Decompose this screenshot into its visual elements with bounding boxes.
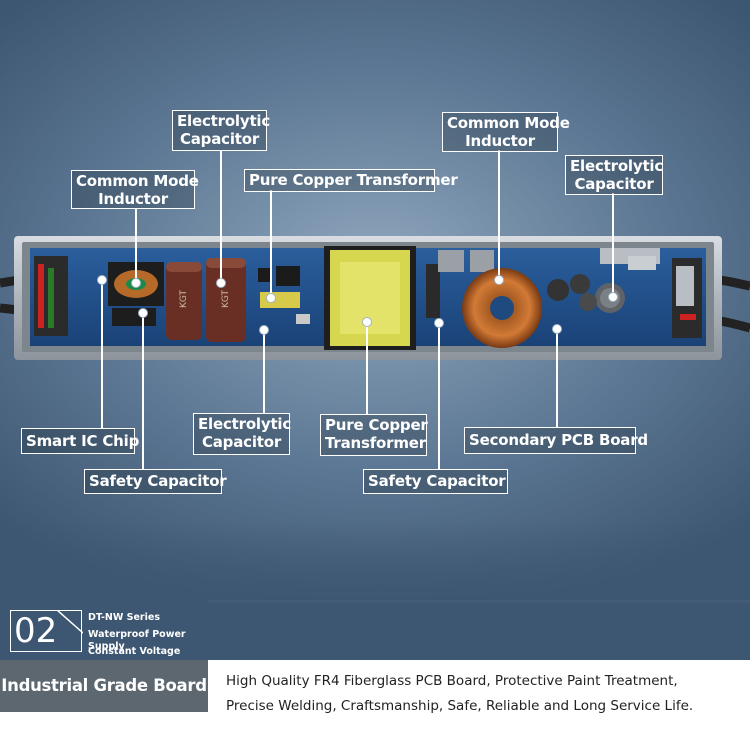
callout-dot bbox=[362, 317, 372, 327]
label-line: Inductor bbox=[465, 132, 535, 150]
label-line: Capacitor bbox=[179, 130, 260, 148]
label-common-mode-inductor: Common Mode Inductor bbox=[442, 112, 570, 152]
label-line: Transformer bbox=[325, 434, 426, 452]
label-line: Electrolytic bbox=[570, 157, 664, 175]
label-pure-copper-transformer: Pure Copper Transformer bbox=[320, 414, 428, 456]
product-name: Waterproof Power Supply bbox=[88, 629, 186, 652]
callout-dot bbox=[608, 292, 618, 302]
leader-line bbox=[220, 150, 222, 283]
leader-line bbox=[135, 208, 137, 283]
label-electrolytic-capacitor: Electrolytic Capacitor bbox=[172, 110, 271, 151]
label-line: Common Mode bbox=[76, 172, 199, 190]
label-electrolytic-capacitor: Electrolytic Capacitor bbox=[193, 413, 292, 455]
label-line: Common Mode bbox=[447, 114, 570, 132]
label-line: Capacitor bbox=[201, 433, 282, 451]
callout-dot bbox=[259, 325, 269, 335]
leader-line bbox=[270, 190, 272, 298]
label-common-mode-inductor: Common Mode Inductor bbox=[71, 170, 199, 209]
callout-dot bbox=[216, 278, 226, 288]
leader-line bbox=[556, 328, 558, 427]
label-secondary-pcb-board: Secondary PCB Board bbox=[464, 427, 648, 454]
svg-text:KGT: KGT bbox=[179, 289, 189, 308]
description-line: High Quality FR4 Fiberglass PCB Board, P… bbox=[226, 673, 678, 689]
label-pure-copper-transformer: Pure Copper Transformer bbox=[244, 169, 458, 192]
label-line: Electrolytic bbox=[198, 415, 292, 433]
feature-description: High Quality FR4 Fiberglass PCB Board, P… bbox=[226, 669, 741, 719]
series-name: DT-NW Series bbox=[88, 612, 160, 623]
section-title: Industrial Grade Board bbox=[1, 676, 207, 695]
label-electrolytic-capacitor: Electrolytic Capacitor bbox=[565, 155, 663, 195]
series-badge: 02 DT-NW Series Waterproof Power Supply … bbox=[0, 597, 208, 660]
leader-line bbox=[612, 193, 614, 297]
callout-dot bbox=[131, 278, 141, 288]
callout-dot bbox=[434, 318, 444, 328]
svg-text:KGT: KGT bbox=[221, 289, 231, 308]
section-number: 02 bbox=[14, 611, 58, 651]
label-line: Electrolytic bbox=[177, 112, 271, 130]
callout-dot bbox=[552, 324, 562, 334]
description-line: Precise Welding, Craftsmanship, Safe, Re… bbox=[226, 698, 694, 714]
label-line: Pure Copper bbox=[325, 416, 428, 434]
leader-line bbox=[438, 322, 440, 469]
section-badge: 02 DT-NW Series Waterproof Power Supply … bbox=[0, 597, 208, 729]
callout-dot bbox=[266, 293, 276, 303]
callout-dot bbox=[97, 275, 107, 285]
product-mode: Constant Voltage bbox=[88, 646, 181, 657]
label-safety-capacitor: Safety Capacitor bbox=[84, 469, 227, 494]
label-line: Capacitor bbox=[574, 175, 654, 193]
leader-line bbox=[498, 150, 500, 279]
label-line: Inductor bbox=[98, 190, 168, 208]
leader-line bbox=[101, 279, 103, 428]
label-safety-capacitor: Safety Capacitor bbox=[363, 469, 508, 494]
number-frame-slash bbox=[56, 611, 83, 634]
leader-line bbox=[142, 312, 144, 469]
callout-dot bbox=[494, 275, 504, 285]
leader-line bbox=[366, 322, 368, 414]
power-supply-photo: KGT KGT bbox=[0, 236, 750, 360]
section-title-bar: Industrial Grade Board bbox=[0, 660, 208, 712]
callout-dot bbox=[138, 308, 148, 318]
leader-line bbox=[263, 329, 265, 413]
label-smart-ic-chip: Smart IC Chip bbox=[21, 428, 139, 454]
section-number-box bbox=[10, 610, 83, 652]
